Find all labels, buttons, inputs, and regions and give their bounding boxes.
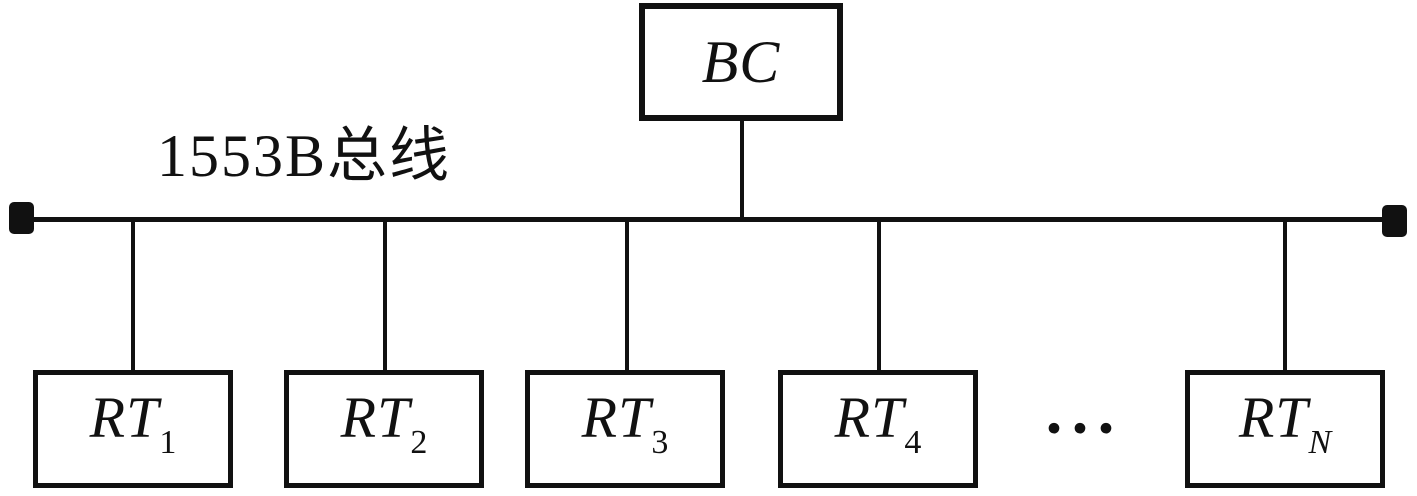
bus-line <box>20 217 1392 222</box>
rt4-label-subscript: 4 <box>904 423 922 461</box>
rt3-node-label: RT3 <box>582 388 669 470</box>
rtN-node-box: RTN <box>1185 370 1385 488</box>
bc-node-label: BC <box>701 29 781 95</box>
rt1-label-subscript: 1 <box>159 423 177 461</box>
rt4-node-label: RT4 <box>835 388 922 470</box>
rt2-label-text: RT <box>340 384 411 450</box>
rt2-node-label: RT2 <box>341 388 428 470</box>
rt2-bus-connector-line <box>383 221 387 371</box>
bus-terminator-left <box>9 202 34 234</box>
rtN-label-text: RT <box>1238 384 1309 450</box>
rt3-label-subscript: 3 <box>651 423 669 461</box>
rt1-label-text: RT <box>89 384 160 450</box>
rt3-node-box: RT3 <box>525 370 725 488</box>
rt2-node-box: RT2 <box>284 370 484 488</box>
rt4-node-box: RT4 <box>778 370 978 488</box>
bus-terminator-right <box>1382 205 1407 237</box>
rt4-label-text: RT <box>834 384 905 450</box>
rt3-bus-connector-line <box>625 221 629 371</box>
rtN-label-subscript: N <box>1308 423 1332 461</box>
bc-bus-connector-line <box>740 121 744 218</box>
rt1-bus-connector-line <box>131 221 135 371</box>
rt3-label-text: RT <box>581 384 652 450</box>
rt1-node-label: RT1 <box>90 388 177 470</box>
ellipsis-more-terminals: ··· <box>1043 392 1122 465</box>
bc-node-box: BC <box>639 3 843 121</box>
rtN-node-label: RTN <box>1239 388 1332 470</box>
rt4-bus-connector-line <box>877 221 881 371</box>
rtN-bus-connector-line <box>1283 221 1287 371</box>
bus-label: 1553B总线 <box>157 123 452 189</box>
rt2-label-subscript: 2 <box>410 423 428 461</box>
rt1-node-box: RT1 <box>33 370 233 488</box>
